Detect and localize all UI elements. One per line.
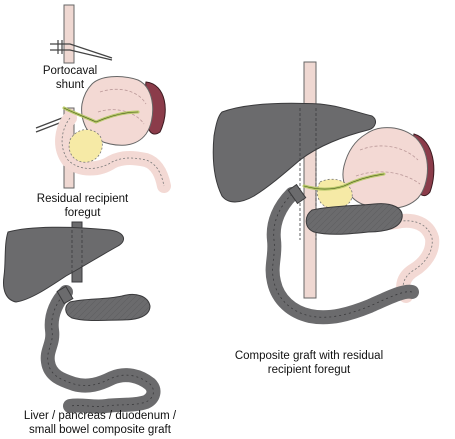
combined-liver bbox=[212, 102, 376, 203]
label-line: foregut bbox=[64, 207, 101, 219]
clamp-instrument-2 bbox=[35, 117, 63, 133]
combined-graft-pancreas bbox=[305, 203, 403, 235]
label-line: shunt bbox=[55, 79, 85, 91]
clamp-instrument bbox=[50, 43, 113, 61]
label-residual-recipient-foregut: Residual recipient foregut bbox=[25, 192, 140, 220]
recipient-vena-cava bbox=[303, 61, 317, 299]
vena-cava-upper bbox=[63, 4, 75, 64]
combined-stomach bbox=[342, 127, 428, 209]
combined-illustration bbox=[212, 61, 440, 325]
label-line: Composite graft with residual bbox=[234, 350, 384, 362]
composite-graft-illustration bbox=[3, 221, 161, 414]
label-portocaval-shunt: Portocaval shunt bbox=[40, 64, 100, 92]
graft-liver bbox=[3, 226, 125, 303]
label-composite-graft: Liver / pancreas / duodenum / small bowe… bbox=[20, 409, 180, 437]
label-line: recipient foregut bbox=[267, 364, 351, 376]
graft-pancreas bbox=[65, 293, 151, 321]
label-line: Portocaval bbox=[42, 65, 98, 77]
label-line: Liver / pancreas / duodenum / bbox=[23, 410, 177, 422]
pancreas-head bbox=[68, 129, 103, 163]
label-line: Residual recipient bbox=[36, 193, 129, 205]
label-composite-with-residual: Composite graft with residual recipient … bbox=[224, 349, 394, 377]
label-line: small bowel composite graft bbox=[29, 424, 171, 436]
residual-foregut-illustration bbox=[35, 4, 171, 193]
